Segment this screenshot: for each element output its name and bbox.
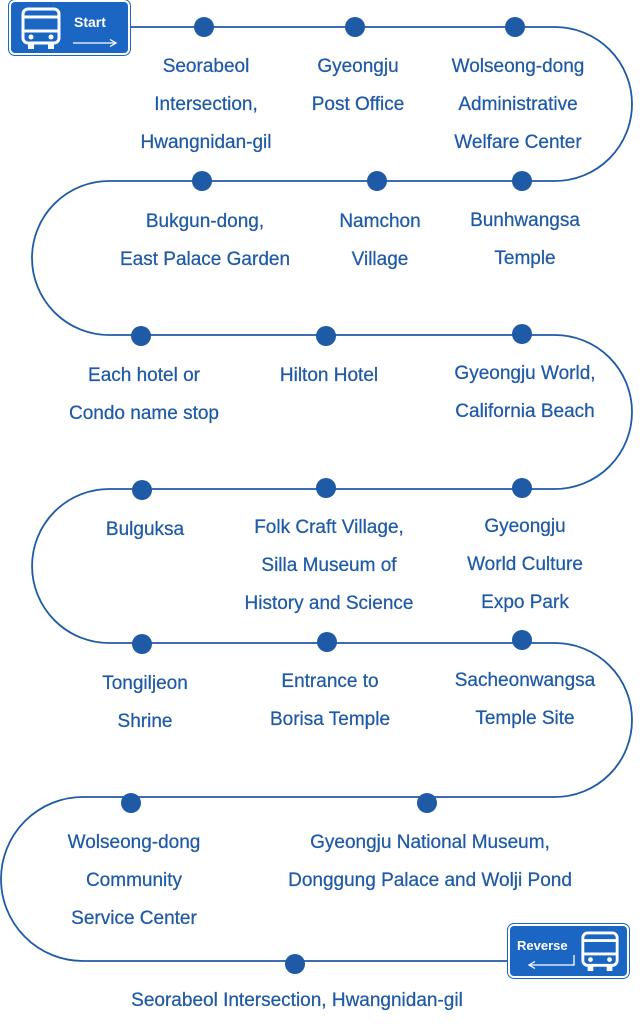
stop-label: Seorabeol Intersection, Hwangnidan-gil xyxy=(131,982,463,1020)
stop-dot xyxy=(512,630,532,650)
stop-label: Each hotel or Condo name stop xyxy=(69,357,219,433)
stop-label-line: Condo name stop xyxy=(69,403,219,424)
stop-label-line: Bunhwangsa xyxy=(470,210,580,231)
stop-label-line: East Palace Garden xyxy=(119,249,291,270)
stop-dot xyxy=(345,17,365,37)
stop-label-line: Hilton Hotel xyxy=(279,365,379,386)
stop-label: Gyeongju World, California Beach xyxy=(454,355,595,431)
stop-dot xyxy=(285,954,305,974)
stop-label-line: Hwangnidan-gil xyxy=(140,132,272,153)
stop-dot xyxy=(417,793,437,813)
bus-icon xyxy=(581,931,619,972)
stop-label-line: Intersection, xyxy=(154,94,258,115)
stop-dot xyxy=(316,478,336,498)
stop-label-line: Temple Site xyxy=(475,708,575,729)
reverse-label: Reverse xyxy=(517,938,568,953)
stop-dot xyxy=(121,793,141,813)
stop-label-line: Temple xyxy=(494,248,556,269)
stop-label-line: Donggung Palace and Wolji Pond xyxy=(288,870,572,891)
stop-dot xyxy=(194,17,214,37)
stop-dot xyxy=(317,632,337,652)
stop-label-line: California Beach xyxy=(455,401,595,422)
route-line xyxy=(0,26,633,962)
stop-label-line: Service Center xyxy=(71,908,197,929)
stop-label-line: Folk Craft Village, xyxy=(254,517,404,538)
stop-label-line: History and Science xyxy=(244,593,414,614)
stop-label-line: Village xyxy=(351,249,409,270)
stop-dot xyxy=(132,634,152,654)
bus-icon xyxy=(21,7,61,49)
reverse-badge: Reverse xyxy=(510,926,627,976)
stop-label: Bukgun-dong, East Palace Garden xyxy=(120,203,290,279)
stop-dot xyxy=(505,17,525,37)
stop-label-line: Gyeongju xyxy=(317,56,399,77)
stop-label-line: Welfare Center xyxy=(454,132,582,153)
stop-label: Folk Craft Village, Silla Museum of Histor… xyxy=(244,509,414,623)
stop-label-line: Silla Museum of xyxy=(261,555,397,576)
stop-dot xyxy=(512,324,532,344)
stop-dot xyxy=(367,171,387,191)
stop-label-line: Seorabeol Intersection, Hwangnidan-gil xyxy=(131,990,463,1011)
stop-label-line: Wolseong-dong xyxy=(451,56,585,77)
start-badge: Start xyxy=(11,2,128,53)
stop-dot xyxy=(132,480,152,500)
start-label: Start xyxy=(74,14,106,30)
stop-label-line: Sacheonwangsa xyxy=(454,670,596,691)
stop-label-line: Gyeongju xyxy=(484,516,566,537)
stop-label-line: Bukgun-dong, xyxy=(145,211,265,232)
right-arrow-icon xyxy=(73,38,118,48)
stop-dot xyxy=(512,171,532,191)
stop-label-line: Expo Park xyxy=(481,592,569,613)
stop-label: Gyeongju National Museum, Donggung Palace… xyxy=(288,824,572,900)
stop-label-line: Namchon xyxy=(339,211,421,232)
stop-label: Hilton Hotel xyxy=(280,357,378,395)
stop-label: Bulguksa xyxy=(106,511,184,549)
stop-label-line: Borisa Temple xyxy=(269,709,391,730)
left-arrow-icon xyxy=(527,955,575,970)
stop-label-line: Gyeongju National Museum, xyxy=(310,832,550,853)
stop-label-line: World Culture xyxy=(467,554,583,575)
stop-label-line: Administrative xyxy=(458,94,578,115)
stop-label-line: Wolseong-dong xyxy=(67,832,201,853)
stop-label-line: Shrine xyxy=(117,711,173,732)
stop-label-line: Community xyxy=(85,870,183,891)
stop-label-line: Entrance to xyxy=(281,671,379,692)
stop-label-line: Post Office xyxy=(311,94,405,115)
stop-dot xyxy=(316,326,336,346)
stop-label-line: Tongiljeon xyxy=(102,673,188,694)
stop-label-line: Bulguksa xyxy=(105,519,185,540)
stop-dot xyxy=(512,478,532,498)
stop-label: Entrance to Borisa Temple xyxy=(270,663,390,739)
stop-label-line: Seorabeol xyxy=(162,56,250,77)
stop-dot xyxy=(131,326,151,346)
stop-label-line: Each hotel or xyxy=(88,365,200,386)
stop-dot xyxy=(192,171,212,191)
stop-label-line: Gyeongju World, xyxy=(454,363,596,384)
